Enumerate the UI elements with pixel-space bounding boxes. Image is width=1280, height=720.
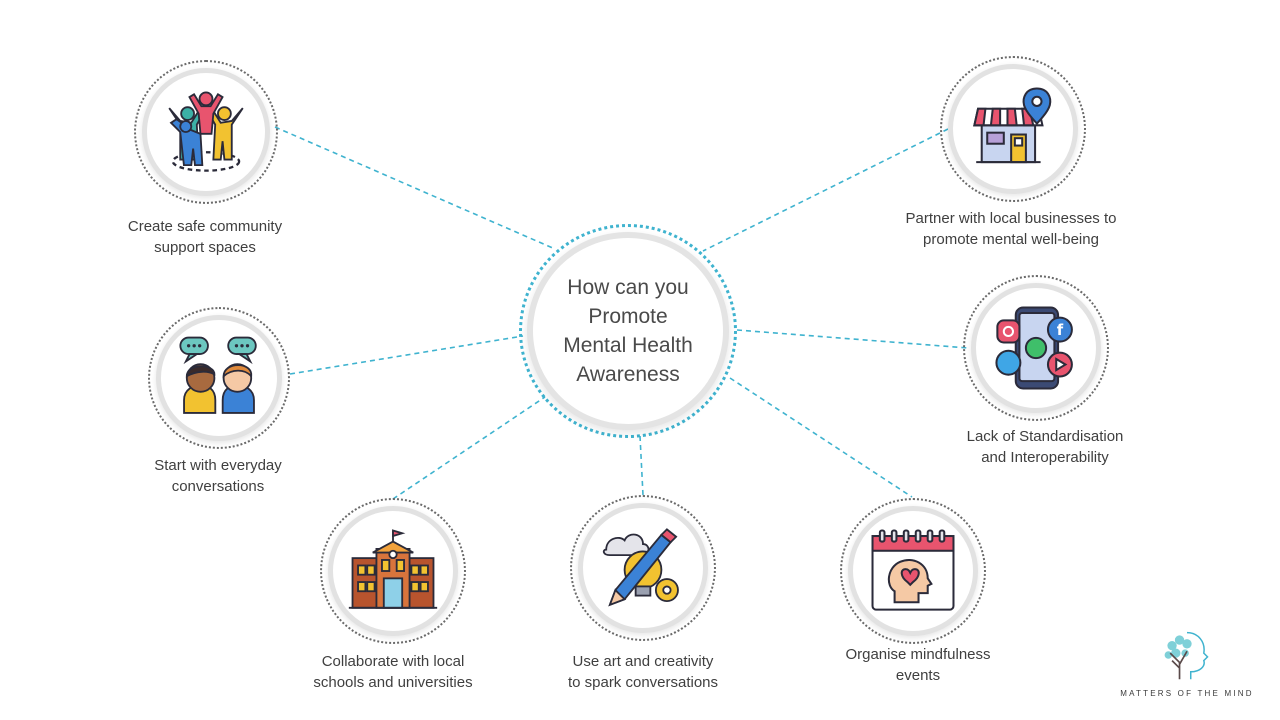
social-media-phone-icon: f <box>995 306 1073 390</box>
node-business <box>940 56 1086 202</box>
school-building-icon <box>348 529 438 609</box>
node-community <box>134 60 278 204</box>
center-node: How can you Promote Mental Health Awaren… <box>519 224 737 438</box>
label-mindfulness: Organise mindfulness events <box>845 646 991 684</box>
connector-business <box>702 128 949 252</box>
logo-text: MATTERS OF THE MIND <box>1120 689 1254 698</box>
node-mindfulness <box>840 498 986 644</box>
connector-conversations <box>289 335 524 375</box>
calendar-heart-icon <box>871 529 955 611</box>
connector-community <box>274 126 556 250</box>
label-schools: Collaborate with local schools and unive… <box>313 653 473 691</box>
connector-schools <box>392 396 546 500</box>
svg-text:f: f <box>1057 322 1064 339</box>
label-business: Partner with local businesses to promote… <box>905 210 1117 248</box>
brand-logo: MATTERS OF THE MIND <box>1112 628 1262 698</box>
node-standardisation: f <box>963 275 1109 421</box>
connector-mindfulness <box>729 377 913 498</box>
creativity-bulb-pencil-icon <box>602 528 679 607</box>
node-conversations <box>148 307 290 449</box>
two-people-chatting-icon <box>179 336 257 414</box>
node-art <box>570 495 716 641</box>
label-community: Create safe community support spaces <box>127 218 283 256</box>
connector-art <box>639 435 644 496</box>
tree-head-logo-icon <box>1164 631 1209 680</box>
node-schools <box>320 498 466 644</box>
shop-location-icon <box>973 87 1052 164</box>
label-art: Use art and creativity to spark conversa… <box>567 653 719 691</box>
center-disc: How can you Promote Mental Health Awaren… <box>527 232 729 430</box>
label-standardisation: Lack of Standardisation and Interoperabi… <box>966 428 1124 466</box>
center-title: How can you Promote Mental Health Awaren… <box>563 276 693 386</box>
connector-standardisation <box>736 329 969 349</box>
community-group-icon <box>168 91 244 172</box>
label-conversations: Start with everyday conversations <box>154 457 282 495</box>
center-dotted-ring <box>519 224 737 438</box>
